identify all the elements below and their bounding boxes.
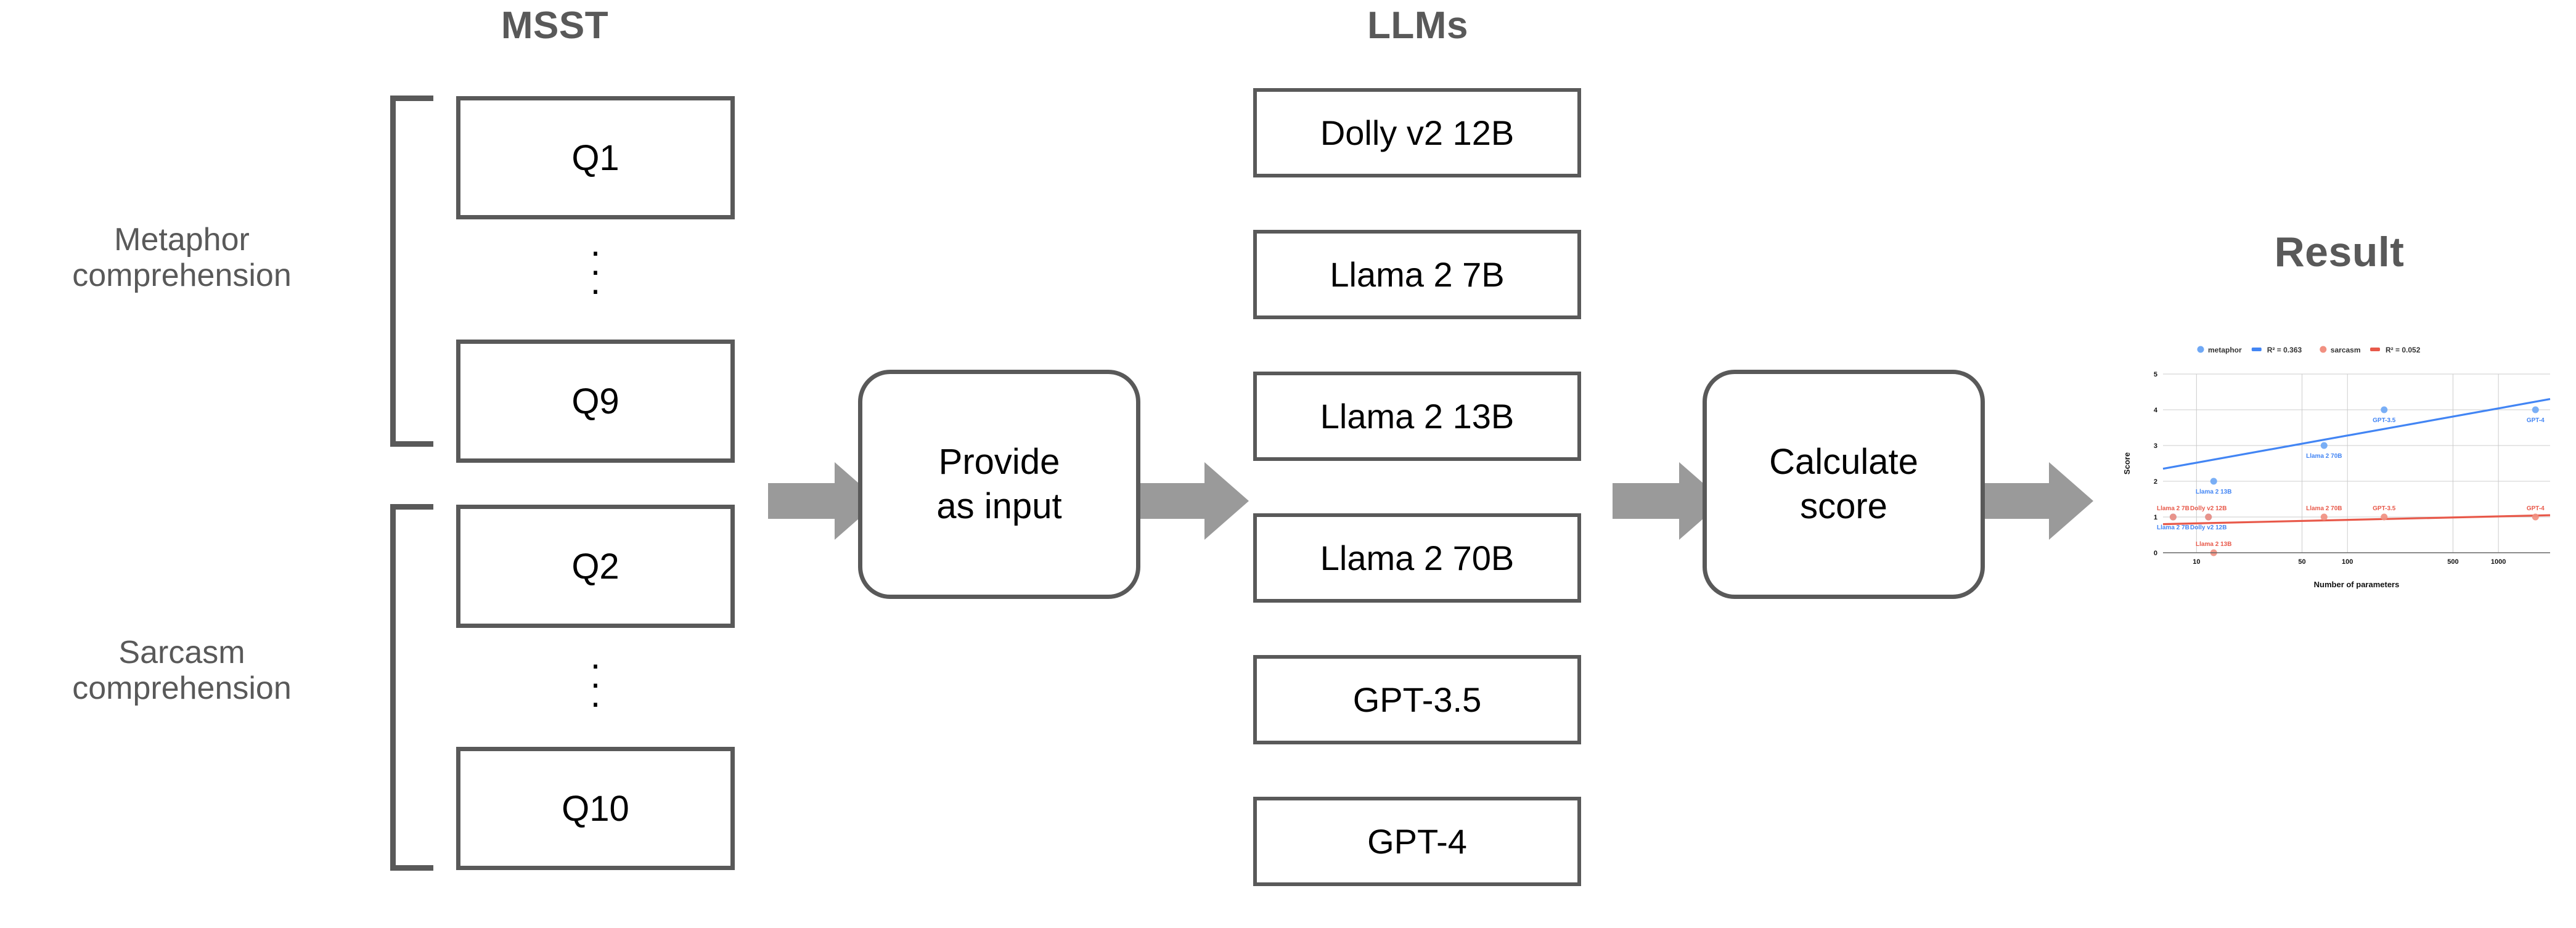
msst-column-title: MSST	[501, 4, 609, 47]
sarcasm-group-label: Sarcasm comprehension	[72, 635, 292, 707]
point-label-sarcasm-llama-2-70b: Llama 2 70B	[2306, 505, 2342, 512]
legend-marker-2	[2320, 346, 2327, 353]
y-tick-label-0: 0	[2154, 550, 2157, 557]
point-label-metaphor-llama-2-13b: Llama 2 13B	[2196, 489, 2231, 495]
data-point-sarcasm-llama-2-7b	[2169, 513, 2177, 521]
metaphor-group-label: Metaphor comprehension	[72, 222, 292, 294]
llm-box-llama-2-70b[interactable]: Llama 2 70B	[1253, 513, 1581, 603]
llm-box-gpt-4[interactable]: GPT-4	[1253, 797, 1581, 886]
arrow-shaft	[768, 483, 837, 519]
metaphor-group-bracket	[390, 96, 433, 447]
trendline-metaphor	[2162, 398, 2551, 470]
legend-marker-3	[2370, 348, 2380, 351]
legend-label-0: metaphor	[2208, 346, 2242, 354]
y-tick-label-1: 1	[2154, 514, 2157, 521]
arrow-head	[1204, 462, 1249, 540]
x-axis-title: Number of parameters	[2314, 580, 2400, 589]
y-tick-label-3: 3	[2154, 442, 2157, 450]
point-label-metaphor-llama-2-70b: Llama 2 70B	[2306, 453, 2342, 460]
llm-box-dolly-v2-12b[interactable]: Dolly v2 12B	[1253, 88, 1581, 177]
data-point-sarcasm-llama-2-70b	[2320, 513, 2328, 521]
arrow-head	[2049, 462, 2093, 540]
x-tick-label-10: 10	[2193, 558, 2200, 566]
provide-as-input-box[interactable]: Provide as input	[858, 370, 1140, 599]
question-box-q2[interactable]: Q2	[456, 505, 735, 628]
point-label-sarcasm-dolly-v2-12b: Dolly v2 12B	[2190, 505, 2226, 512]
point-label-sarcasm-llama-2-13b: Llama 2 13B	[2196, 541, 2231, 548]
llm-box-llama-2-13b[interactable]: Llama 2 13B	[1253, 372, 1581, 461]
point-label-sarcasm-llama-2-7b: Llama 2 7B	[2157, 505, 2190, 512]
arrow-shaft	[1982, 483, 2051, 519]
question-box-q9[interactable]: Q9	[456, 340, 735, 463]
arrow-shaft	[1138, 483, 1207, 519]
legend-label-3: R² = 0.052	[2386, 346, 2421, 354]
metaphor-ellipsis-icon: ···	[589, 230, 602, 311]
data-point-metaphor-llama-2-70b	[2320, 442, 2328, 449]
y-tick-label-5: 5	[2154, 371, 2157, 378]
point-label-metaphor-gpt-4: GPT-4	[2527, 417, 2545, 424]
legend-label-1: R² = 0.363	[2267, 346, 2302, 354]
x-tick-label-50: 50	[2298, 558, 2305, 566]
result-scatter-chart[interactable]: metaphor R² = 0.363 sarcasm R² = 0.052 0 1 2 3 4…	[2119, 336, 2560, 595]
llm-box-gpt-3-5[interactable]: GPT-3.5	[1253, 655, 1581, 744]
llm-box-llama-2-7b[interactable]: Llama 2 7B	[1253, 230, 1581, 319]
arrow-shaft	[1613, 483, 1682, 519]
y-axis-title: Score	[2122, 452, 2132, 474]
legend-marker-1	[2251, 348, 2262, 351]
x-tick-label-100: 100	[2342, 558, 2353, 566]
data-point-metaphor-gpt-4	[2532, 406, 2539, 413]
trendline-sarcasm	[2162, 514, 2551, 526]
y-tick-label-2: 2	[2154, 478, 2157, 486]
data-point-sarcasm-dolly-v2-12b	[2205, 513, 2212, 521]
llms-column-title: LLMs	[1367, 4, 1468, 47]
sarcasm-ellipsis-icon: ···	[589, 643, 602, 723]
data-point-sarcasm-gpt-3-5	[2381, 513, 2388, 521]
x-tick-label-500: 500	[2447, 558, 2458, 566]
y-tick-label-4: 4	[2154, 407, 2158, 414]
point-label-sarcasm-gpt-3-5: GPT-3.5	[2373, 505, 2396, 512]
data-point-metaphor-gpt-3-5	[2381, 406, 2388, 413]
calculate-score-box[interactable]: Calculate score	[1703, 370, 1985, 599]
legend-marker-0	[2197, 346, 2204, 353]
data-point-metaphor-llama-2-13b	[2210, 478, 2217, 485]
sarcasm-group-bracket	[390, 504, 433, 871]
x-tick-label-1000: 1000	[2491, 558, 2506, 566]
result-column-title: Result	[2274, 229, 2405, 275]
question-box-q10[interactable]: Q10	[456, 747, 735, 870]
point-label-sarcasm-gpt-4: GPT-4	[2527, 505, 2545, 512]
chart-svg: metaphor R² = 0.363 sarcasm R² = 0.052 0 1 2 3 4…	[2122, 346, 2551, 589]
point-label-metaphor-llama-2-7b: Llama 2 7B	[2157, 524, 2190, 531]
point-label-metaphor-gpt-3-5: GPT-3.5	[2373, 417, 2396, 424]
legend-label-2: sarcasm	[2331, 346, 2361, 354]
data-point-sarcasm-gpt-4	[2532, 513, 2539, 521]
point-label-metaphor-dolly-v2-12b: Dolly v2 12B	[2190, 524, 2226, 531]
question-box-q1[interactable]: Q1	[456, 96, 735, 219]
